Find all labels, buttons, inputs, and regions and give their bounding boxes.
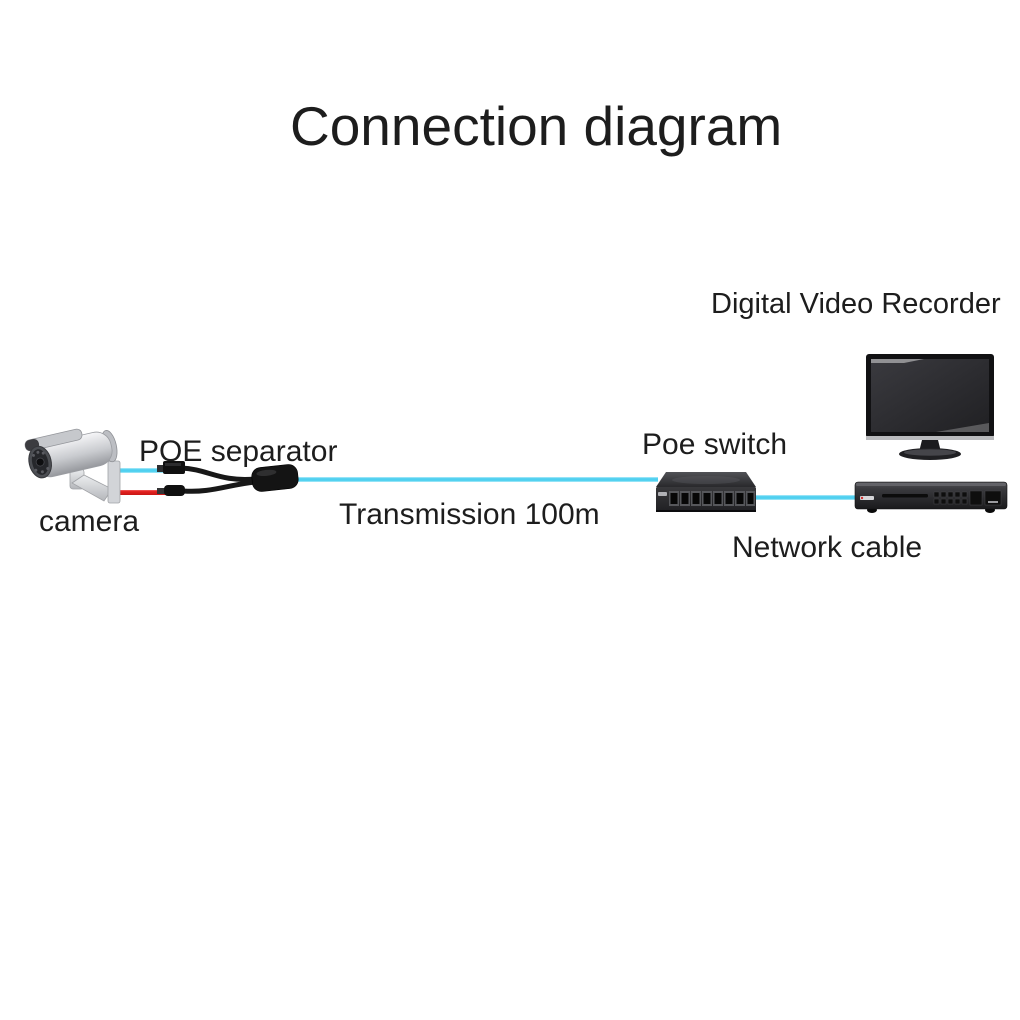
camera-label: camera xyxy=(39,505,140,538)
poe-separator-device-icon xyxy=(157,461,299,496)
poe-switch-label: Poe switch xyxy=(642,428,788,461)
network-cable-label: Network cable xyxy=(732,531,923,564)
network-cable-switch-to-dvr xyxy=(754,495,858,500)
power-cable-camera-to-separator xyxy=(112,490,174,495)
poe-switch-device-icon xyxy=(656,472,756,512)
dvr-label: Digital Video Recorder xyxy=(711,288,1001,320)
transmission-label: Transmission 100m xyxy=(339,498,600,531)
dvr-device-icon xyxy=(854,481,1008,513)
page-title: Connection diagram xyxy=(290,95,783,157)
monitor-device-icon xyxy=(866,354,994,460)
camera-device-icon xyxy=(24,428,121,504)
network-cable-camera-to-separator xyxy=(112,468,172,473)
network-cable-separator-to-switch xyxy=(294,477,658,482)
